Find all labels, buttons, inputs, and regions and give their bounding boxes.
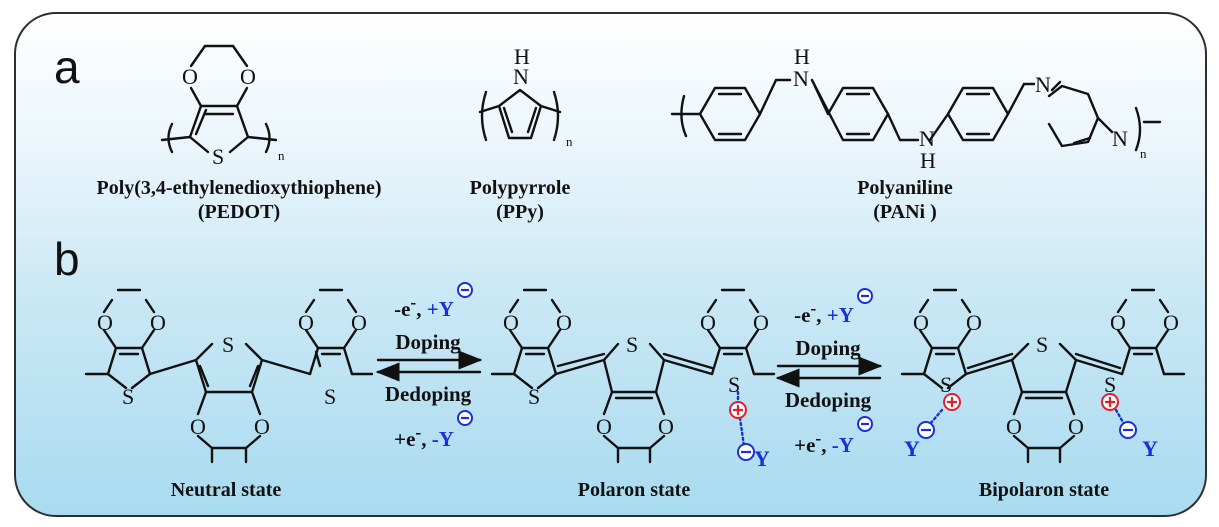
svg-text:O: O	[150, 310, 166, 335]
svg-text:N: N	[1035, 72, 1051, 97]
svg-text:O: O	[596, 414, 612, 439]
svg-text:O: O	[556, 310, 572, 335]
svg-text:S: S	[728, 372, 740, 397]
doping-label-1: Doping	[395, 330, 461, 354]
polaron-structure	[490, 288, 776, 464]
svg-text:S: S	[212, 144, 224, 169]
reduction-label-1: +e-, -Y	[394, 422, 454, 451]
reduction-label-2: +e-, -Y	[794, 428, 854, 457]
atom-labels: O O S n N H n N H N H N N n O O S S O O …	[97, 44, 1179, 471]
svg-text:O: O	[298, 310, 314, 335]
svg-text:O: O	[753, 310, 769, 335]
svg-text:O: O	[190, 414, 206, 439]
svg-text:S: S	[122, 384, 134, 409]
pedot-name: Poly(3,4-ethylenedioxythiophene)(PEDOT)	[96, 177, 382, 223]
pedot-structure	[160, 44, 278, 154]
polaron-state-label: Polaron state	[577, 479, 691, 501]
dedoping-label-1: Dedoping	[384, 382, 472, 406]
panel-label-a: a	[54, 41, 80, 93]
bipolaron-state-label: Bipolaron state	[978, 479, 1110, 501]
svg-text:O: O	[1110, 310, 1126, 335]
svg-text:n: n	[1140, 146, 1147, 161]
svg-text:O: O	[1163, 310, 1179, 335]
pani-structure	[670, 78, 1162, 152]
svg-text:S: S	[940, 372, 952, 397]
svg-text:O: O	[254, 414, 270, 439]
svg-text:n: n	[566, 134, 573, 149]
svg-text:O: O	[97, 310, 113, 335]
svg-text:O: O	[182, 64, 198, 89]
svg-text:O: O	[503, 310, 519, 335]
svg-text:S: S	[1104, 372, 1116, 397]
svg-text:O: O	[658, 414, 674, 439]
svg-text:Y: Y	[754, 446, 770, 471]
ppy-structure	[478, 88, 562, 142]
doping-label-2: Doping	[795, 336, 861, 360]
neutral-structure	[84, 288, 374, 464]
svg-text:Y: Y	[904, 436, 920, 461]
svg-text:S: S	[222, 332, 234, 357]
svg-text:H: H	[514, 44, 530, 69]
svg-text:N: N	[1112, 126, 1128, 151]
pani-name: Polyaniline(PANi )	[857, 177, 953, 223]
svg-text:O: O	[966, 310, 982, 335]
oxidation-label-1: -e-, +Y	[394, 292, 454, 321]
panel-label-b: b	[54, 233, 80, 285]
dedoping-label-2: Dedoping	[784, 388, 872, 412]
neutral-state-label: Neutral state	[170, 479, 282, 501]
svg-text:O: O	[351, 310, 367, 335]
bipolaron-structure	[900, 288, 1186, 464]
figure-frame	[14, 12, 1207, 517]
svg-text:N: N	[793, 66, 809, 91]
svg-text:S: S	[324, 384, 336, 409]
svg-text:H: H	[794, 44, 810, 69]
oxidation-label-2: -e-, +Y	[794, 298, 854, 327]
svg-text:O: O	[1068, 414, 1084, 439]
svg-text:n: n	[278, 148, 285, 163]
equilibrium-arrows	[375, 350, 883, 388]
svg-text:S: S	[528, 384, 540, 409]
svg-text:S: S	[626, 332, 638, 357]
svg-text:Y: Y	[1142, 436, 1158, 461]
ppy-name: Polypyrrole(PPy)	[469, 177, 571, 223]
svg-text:S: S	[1036, 332, 1048, 357]
svg-text:O: O	[700, 310, 716, 335]
svg-text:O: O	[913, 310, 929, 335]
svg-text:H: H	[920, 148, 936, 173]
svg-text:N: N	[513, 64, 529, 89]
svg-text:N: N	[919, 126, 935, 151]
svg-text:O: O	[240, 64, 256, 89]
svg-text:O: O	[1006, 414, 1022, 439]
